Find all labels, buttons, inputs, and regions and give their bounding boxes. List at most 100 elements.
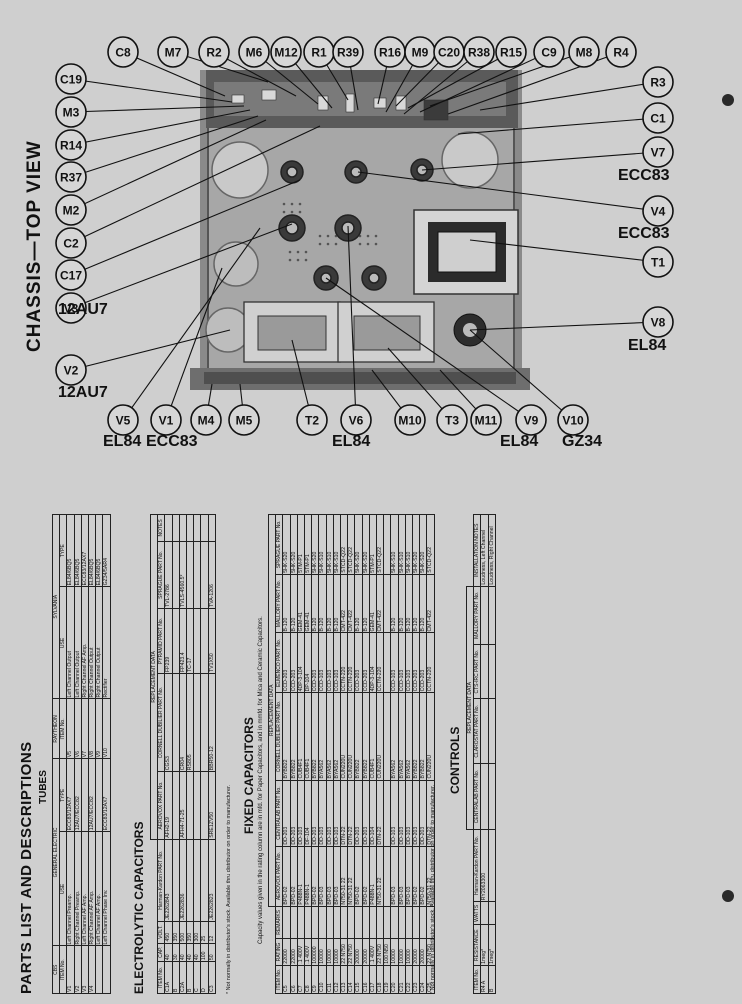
callout-r4: R4 xyxy=(605,36,637,68)
callout-r15: R15 xyxy=(495,36,527,68)
table-cell xyxy=(398,906,406,939)
table-cell: C21 xyxy=(398,965,406,994)
table-cell xyxy=(164,514,173,542)
callout-label: T2 xyxy=(305,414,319,428)
callout-label: T1 xyxy=(651,256,665,270)
table-cell: C5 xyxy=(282,965,291,994)
table-cell: Rectifier xyxy=(102,586,111,699)
table-cell: CUB4F1 xyxy=(304,692,312,781)
table-cell xyxy=(186,771,194,840)
callout-m10: M10 xyxy=(394,404,426,436)
table-cell: CCD-103 xyxy=(390,632,399,693)
table-cell xyxy=(193,839,201,922)
callout-label: C1 xyxy=(650,112,666,126)
callout-v3: V3 xyxy=(55,292,87,324)
callout-label: M6 xyxy=(246,46,263,60)
leader-c2 xyxy=(70,125,321,244)
callout-v7: V7 xyxy=(642,136,674,168)
fixed-group-header: REPLACEMENT DATA xyxy=(268,514,276,907)
column-header: VOLT. xyxy=(157,921,165,944)
table-cell: GEM-41 xyxy=(304,574,312,633)
table-cell: BYA562 xyxy=(333,692,341,781)
leader-v9 xyxy=(325,277,532,421)
table-cell: CCD-103 xyxy=(318,632,327,693)
table-cell: GZ34/5AR4 xyxy=(102,514,111,587)
table-cell xyxy=(193,673,201,772)
callout-label: V4 xyxy=(651,205,666,219)
table-cell: 100000 xyxy=(311,938,319,966)
table-cell: BYA562 xyxy=(326,692,334,781)
callout-label: R16 xyxy=(379,46,401,60)
table-cell: Right Channel Output xyxy=(88,586,96,699)
table-cell: C22 xyxy=(405,965,413,994)
table-cell: AFH4-71-25 xyxy=(179,771,187,840)
table-cell: 4DP-3-104 xyxy=(369,632,377,693)
tube-type-v9: EL84 xyxy=(500,433,538,450)
table-cell: B-120 xyxy=(282,574,291,633)
table-cell: 100 xyxy=(200,943,209,962)
table-cell: C18 xyxy=(376,965,384,994)
table-cell: V8 xyxy=(88,699,96,759)
table-cell xyxy=(383,632,391,693)
table-cell xyxy=(200,839,209,922)
column-header: PYRAMID PART No. xyxy=(157,608,165,674)
callout-label: R2 xyxy=(206,46,222,60)
table-cell: 5HK-S10 xyxy=(405,514,413,575)
callout-m4: M4 xyxy=(190,404,222,436)
table-cell: C23 xyxy=(412,965,420,994)
table-cell: Right Channel AF Amp. xyxy=(81,586,89,699)
table-cell: 5HK-S20 xyxy=(290,514,298,575)
callout-label: V6 xyxy=(349,414,364,428)
table-cell: V6 xyxy=(74,699,82,759)
table-cell xyxy=(390,906,399,939)
table-cell xyxy=(179,514,187,542)
electrolytic-footnote: * Not normally in distributor's stock. A… xyxy=(226,784,232,994)
table-cell xyxy=(405,906,413,939)
table-cell: B-120 xyxy=(405,574,413,633)
table-cell: 10000 xyxy=(398,938,406,966)
table-cell: 100 N50 xyxy=(383,938,391,966)
table-cell: 5HK-S10 xyxy=(333,514,341,575)
callout-label: M7 xyxy=(165,46,182,60)
table-cell: 5TM-P1 xyxy=(304,514,312,575)
column-header: CTS-IRC PART No. xyxy=(473,644,481,699)
table-cell: 5HK-S20 xyxy=(419,514,427,575)
table-cell: B-120 xyxy=(419,574,427,633)
table-cell: CUB4F1 xyxy=(369,692,377,781)
table-cell: 10000 xyxy=(318,938,327,966)
table-cell: AFH2-19 xyxy=(164,771,173,840)
table-cell: STCD-Q22 xyxy=(376,514,384,575)
table-cell: V4 xyxy=(88,946,96,994)
table-cell: 5HK-S20 xyxy=(354,514,363,575)
table-cell: BPD-03 xyxy=(398,846,406,907)
table-cell xyxy=(480,644,489,699)
table-cell: 20000 xyxy=(412,938,420,966)
table-cell: TC-17 xyxy=(186,608,194,674)
table-cell: C20 xyxy=(390,965,399,994)
callout-label: M5 xyxy=(236,414,253,428)
leader-v2 xyxy=(70,329,231,371)
table-cell: C16 xyxy=(362,965,370,994)
table-cell xyxy=(318,906,327,939)
table-cell: RY2063300 xyxy=(480,829,489,902)
callout-r16: R16 xyxy=(374,36,406,68)
table-cell: C10 xyxy=(318,965,327,994)
table-cell: Loudness, Right Channel xyxy=(488,514,496,587)
column-header: SPRAGUE PART No. xyxy=(157,541,165,609)
table-cell xyxy=(383,906,391,939)
table-cell: C7 xyxy=(297,965,305,994)
callout-r1: R1 xyxy=(303,36,335,68)
callout-label: R38 xyxy=(468,46,490,60)
table-cell: BPD-02 xyxy=(412,846,420,907)
leader-v8 xyxy=(469,321,659,331)
controls-title: CONTROLS xyxy=(448,726,462,794)
table-cell xyxy=(172,673,180,772)
table-cell: 350 xyxy=(172,921,180,944)
table-cell: Right Channel Preamp. xyxy=(74,831,82,946)
callout-m3: M3 xyxy=(55,96,87,128)
